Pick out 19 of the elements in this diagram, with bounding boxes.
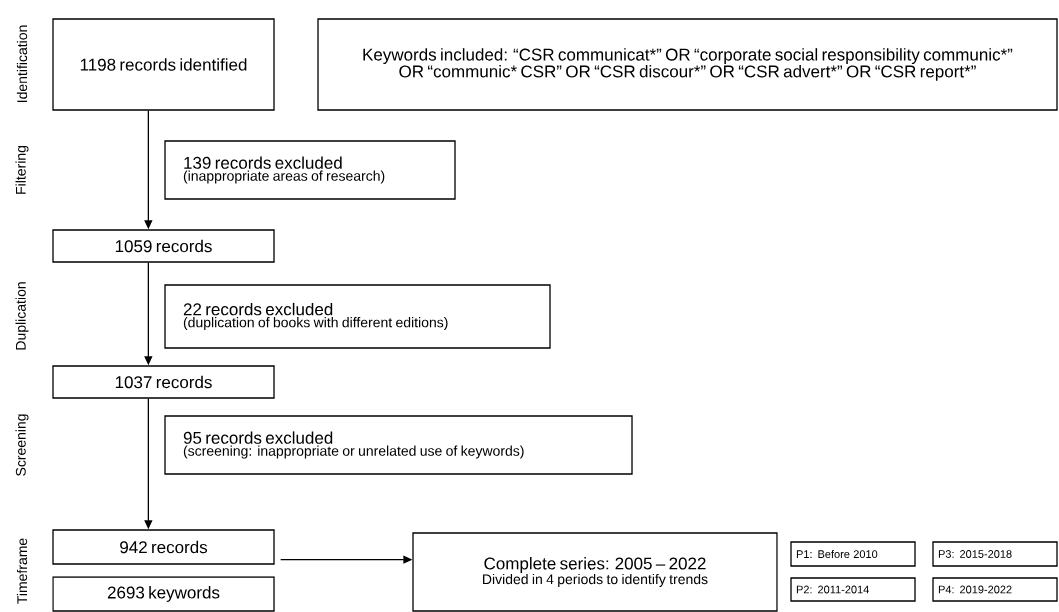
stage-label: Timeframe xyxy=(16,538,28,604)
period-box: P4: 2019-2022 xyxy=(932,577,1058,602)
exclusion-box: 95 records excluded (screening: inappropriate or unrelated use of keywords) xyxy=(164,415,633,475)
period-box: P2: 2011-2014 xyxy=(790,577,916,602)
period-box: P1: Before 2010 xyxy=(790,541,916,567)
stage-label: Screening xyxy=(15,414,29,476)
process-box: Keywords included: “CSR communicat*” OR “corporate social responsibility communic*” OR “communic* CSR” OR “CSR discour*” OR “CSR advert*” OR “CSR report*” xyxy=(317,18,1058,111)
exclusion-box: 139 records excluded (inappropriate areas of research) xyxy=(164,140,456,200)
period-box: P3: 2015-2018 xyxy=(932,541,1058,567)
process-box: 942 records xyxy=(52,529,275,565)
process-box: 1037 records xyxy=(52,365,275,399)
stage-label: Duplication xyxy=(15,282,29,350)
process-box: Complete series: 2005 – 2022 Divided in 4 periods to identify trends xyxy=(412,532,778,612)
process-box: 2693 keywords xyxy=(52,576,275,612)
process-box: 1198 records identified xyxy=(52,18,275,111)
stage-label: Filtering xyxy=(15,146,29,194)
process-box: 1059 records xyxy=(52,229,275,263)
stage-label: Identification xyxy=(16,25,28,102)
exclusion-box: 22 records excluded (duplication of books with different editions) xyxy=(164,284,551,349)
